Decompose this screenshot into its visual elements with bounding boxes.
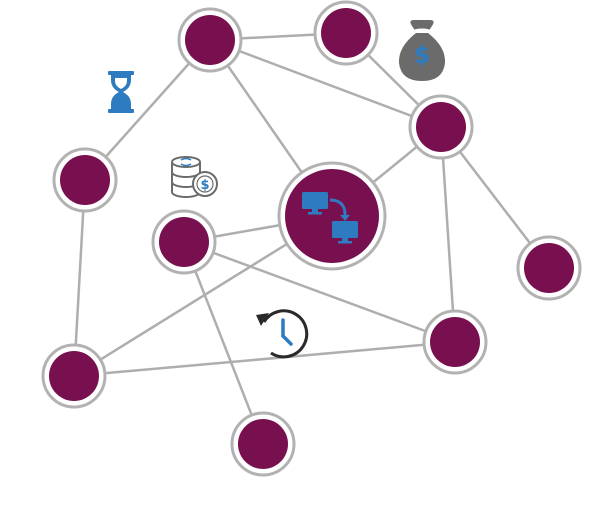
hub-node	[277, 161, 387, 271]
money-bag-icon: $	[398, 20, 446, 81]
edge-n4-n8	[72, 179, 87, 377]
network-node-n8	[41, 343, 107, 409]
network-transfer-icon	[302, 192, 358, 244]
edge-n5-n10	[182, 241, 265, 445]
edge-n5-n9	[183, 240, 456, 344]
network-node-n1	[177, 7, 243, 73]
network-node-n7	[516, 235, 582, 301]
svg-text:$: $	[414, 41, 431, 69]
nodes-layer	[41, 0, 582, 477]
edge-n8-n9	[73, 340, 456, 378]
edge-n1-n3	[209, 38, 442, 129]
history-clock-icon	[256, 309, 309, 359]
network-node-n10	[230, 411, 296, 477]
network-node-n9	[422, 309, 488, 375]
edge-n3-n9	[439, 126, 457, 343]
network-node-n3	[408, 94, 474, 160]
svg-text:$: $	[200, 178, 209, 193]
network-node-n5	[151, 209, 217, 275]
network-node-n2	[313, 0, 379, 66]
hourglass-icon	[108, 71, 134, 113]
network-node-n4	[52, 147, 118, 213]
coin-stack-icon: $	[171, 156, 218, 198]
